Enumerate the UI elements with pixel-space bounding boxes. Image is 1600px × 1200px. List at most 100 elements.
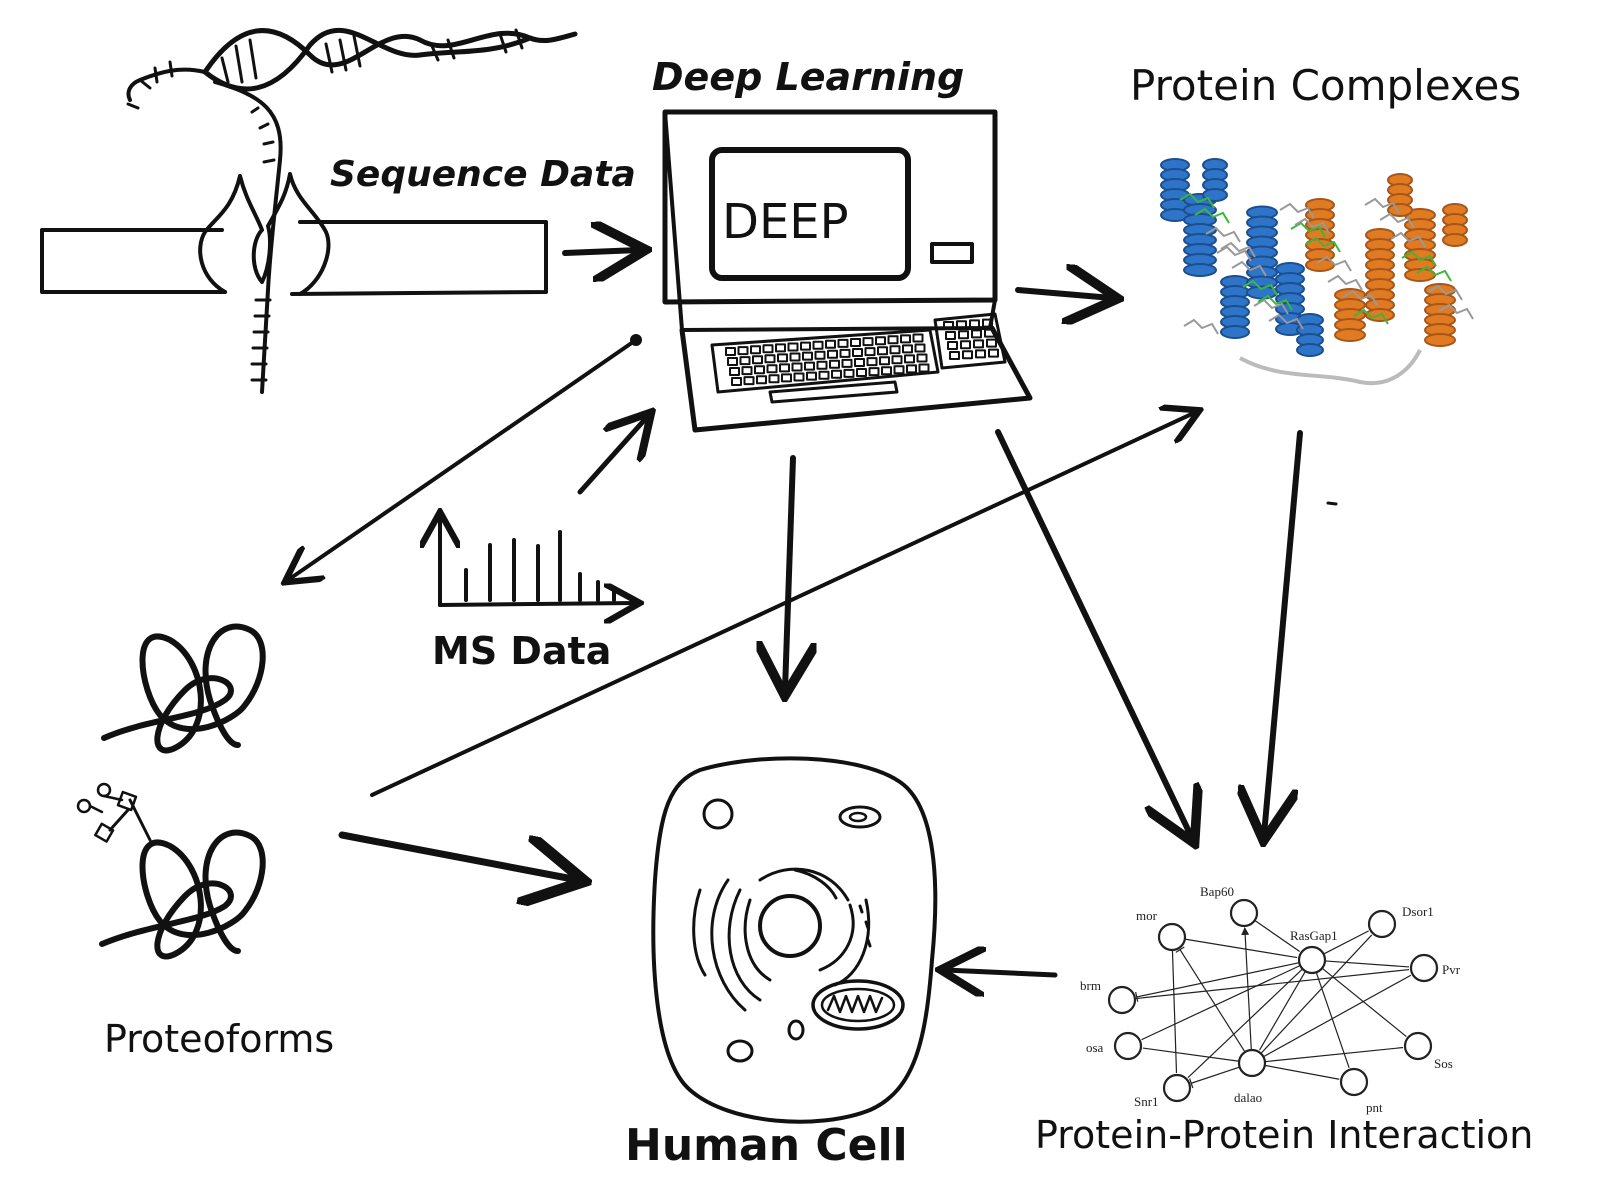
- ligand-shape: [1316, 255, 1352, 272]
- network-node: Snr1: [1134, 1073, 1192, 1109]
- protein-structure-image: [1160, 158, 1474, 386]
- network-edge: [1136, 962, 1300, 998]
- key-icon: [856, 368, 867, 377]
- numpad-key-icon: [969, 319, 980, 329]
- arrow-deep-learning-to-human-cell: [785, 455, 793, 690]
- ligand-shape: [1194, 207, 1230, 224]
- ligand-shape: [1438, 303, 1474, 320]
- network-edge: [1254, 919, 1301, 952]
- key-icon: [750, 345, 761, 355]
- numpad-key-icon: [960, 340, 971, 350]
- numpad-key-icon: [986, 338, 997, 348]
- protein-fold-icon: [101, 623, 266, 754]
- ligand-shape: [1353, 308, 1389, 325]
- network-edge: [1324, 960, 1410, 968]
- human-cell-illustration: Human Cell: [625, 756, 938, 1171]
- network-edge: [1187, 968, 1303, 1079]
- key-icon: [764, 354, 776, 364]
- key-icon: [839, 348, 851, 358]
- network-edge: [1260, 934, 1373, 1054]
- network-node: mor: [1136, 908, 1187, 952]
- key-icon: [818, 370, 830, 380]
- key-icon: [831, 369, 842, 379]
- key-icon: [775, 343, 786, 353]
- arrow-deep-learning-to-ppi: [995, 429, 1192, 838]
- key-icon: [727, 357, 738, 366]
- node-label: osa: [1086, 1040, 1104, 1055]
- screen-text: DEEP: [722, 194, 849, 250]
- blue-helix-shape: [1183, 193, 1217, 277]
- orange-helix-shape: [1442, 203, 1468, 247]
- protein-complexes-label: Protein Complexes: [1130, 61, 1521, 110]
- network-edge: [1179, 949, 1246, 1053]
- node-label: pnt: [1366, 1100, 1383, 1115]
- key-icon: [804, 361, 815, 371]
- node-circle: [1339, 1067, 1369, 1097]
- key-icon: [879, 356, 890, 366]
- numpad-key-icon: [962, 350, 973, 360]
- network-node: Bap60: [1200, 884, 1259, 928]
- node-circle: [1367, 909, 1397, 939]
- glycan-icon: [76, 782, 138, 843]
- node-circle: [1229, 898, 1259, 928]
- ligand-shape: [1364, 197, 1400, 214]
- key-icon: [766, 364, 778, 374]
- network-node: osa: [1086, 1031, 1143, 1061]
- ligand-shape: [1179, 192, 1215, 209]
- ligand-shape: [1231, 260, 1267, 277]
- node-circle: [1113, 1031, 1143, 1061]
- node-circle: [1403, 1031, 1433, 1061]
- key-icon: [754, 365, 765, 375]
- key-icon: [739, 356, 751, 366]
- numpad-key-icon: [945, 331, 956, 340]
- numpad-key-icon: [947, 341, 958, 350]
- nucleus-icon: [692, 867, 871, 1012]
- numpad-key-icon: [943, 321, 954, 330]
- ligand-shape: [1294, 217, 1330, 234]
- orange-helix-shape: [1424, 283, 1456, 347]
- key-icon: [877, 346, 888, 356]
- ppi-label: Protein-Protein Interaction: [1035, 1113, 1533, 1157]
- key-icon: [862, 337, 874, 347]
- dna-helix-icon: [126, 28, 578, 292]
- key-icon: [768, 374, 780, 384]
- ligand-shape: [1390, 231, 1426, 248]
- numpad-key-icon: [984, 328, 995, 338]
- inhibition-bar-mark: [1175, 946, 1185, 953]
- node-label: Sos: [1434, 1056, 1453, 1071]
- key-icon: [902, 344, 913, 354]
- node-label: Pvr: [1442, 962, 1461, 977]
- key-icon: [906, 364, 917, 374]
- numpad-key-icon: [958, 330, 969, 340]
- arrow-ppi-to-human-cell: [945, 970, 1058, 975]
- key-icon: [837, 338, 849, 348]
- node-label: mor: [1136, 908, 1158, 923]
- ligand-shape: [1253, 298, 1289, 315]
- blue-helix-shape: [1296, 313, 1324, 357]
- ligand-shape: [1183, 318, 1219, 335]
- key-icon: [854, 358, 865, 367]
- key-icon: [893, 365, 905, 375]
- network-node: brm: [1080, 978, 1137, 1015]
- key-icon: [843, 368, 855, 378]
- key-icon: [793, 372, 805, 382]
- network-edge: [1184, 938, 1298, 959]
- key-icon: [791, 362, 803, 372]
- arrow-protein-complexes-to-ppi: [1264, 430, 1303, 835]
- deep-learning-label: Deep Learning: [652, 55, 964, 99]
- key-icon: [912, 333, 924, 343]
- key-icon: [904, 354, 915, 364]
- arrow-proteoforms-to-human-cell: [338, 831, 578, 880]
- arrow-ms-to-deep-learning: [577, 416, 648, 495]
- arrow-proteoforms-to-protein-complexes: [370, 412, 1196, 797]
- key-icon: [779, 363, 790, 373]
- ligand-shape: [1379, 212, 1415, 229]
- numpad-key-icon: [971, 329, 982, 339]
- key-icon: [850, 338, 861, 347]
- key-icon: [841, 358, 853, 368]
- ms-spectrum-icon: [440, 516, 636, 605]
- ligand-shape: [1257, 294, 1293, 311]
- ligand-shape: [1427, 284, 1463, 301]
- human-cell-label: Human Cell: [625, 1120, 908, 1171]
- ligand-shape: [1268, 313, 1304, 330]
